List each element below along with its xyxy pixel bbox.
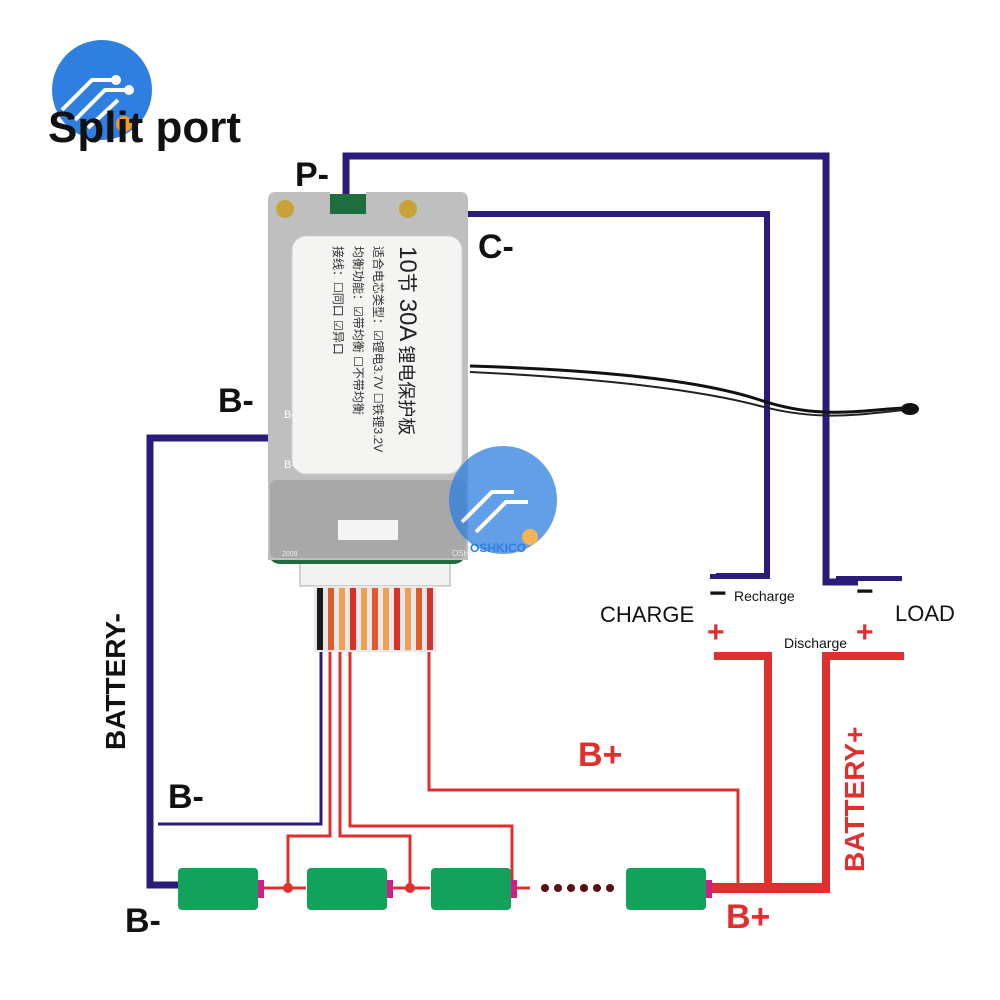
- charge-label: CHARGE: [600, 602, 694, 627]
- discharge-label: Discharge: [784, 635, 847, 651]
- svg-text:2009: 2009: [282, 551, 298, 558]
- bms-board: B- B- 2009 OSHS 10节30A锂电保护板 适合电芯类型：☑锂电3.…: [268, 192, 475, 564]
- c-minus-wire: [449, 211, 770, 579]
- negative-wiring: [146, 152, 858, 889]
- balance-ribbon: [299, 555, 451, 652]
- b-minus-sense-wire: [158, 650, 323, 826]
- svg-text:适合电芯类型：☑锂电3.7V ☐铁锂3.2V: 适合电芯类型：☑锂电3.7V ☐铁锂3.2V: [371, 246, 386, 452]
- charge-minus-terminal: [710, 574, 738, 579]
- brand-logo-icon: [52, 40, 152, 140]
- svg-text:B-: B-: [284, 459, 295, 471]
- load-label: LOAD: [895, 601, 955, 626]
- c-minus-label: C-: [478, 228, 514, 266]
- diagram-title: Split port: [48, 103, 241, 152]
- charge-plus-sign: +: [707, 616, 725, 649]
- watermark-text: OSHKICO: [470, 541, 526, 555]
- thermistor-wire: [469, 364, 906, 414]
- p-minus-wire: [342, 152, 858, 586]
- b-minus-top-label: B-: [218, 382, 254, 420]
- b-plus-mid-label: B+: [578, 736, 622, 774]
- svg-text:10节30A锂电保护板: 10节30A锂电保护板: [394, 246, 421, 435]
- battery-cells: [178, 868, 712, 910]
- battery-minus-label: BATTERY-: [100, 613, 131, 750]
- series-ellipsis: [541, 884, 614, 892]
- b-minus-mid-label: B-: [168, 778, 204, 816]
- b-minus-bottom-label: B-: [125, 902, 161, 940]
- battery-cell-icon: [178, 868, 264, 910]
- load-plus-sign: +: [856, 616, 874, 649]
- battery-cell-icon: [431, 868, 517, 910]
- board-label-text: 10节30A锂电保护板 适合电芯类型：☑锂电3.7V ☐铁锂3.2V 均衡功能：…: [331, 246, 421, 452]
- b-minus-wire: [146, 434, 283, 889]
- board-label: [291, 235, 463, 475]
- watermark-logo-icon: [449, 446, 557, 554]
- load-minus-terminal: [836, 576, 902, 581]
- b-plus-bottom-label: B+: [726, 898, 770, 936]
- svg-text:接线：☐同口 ☑异口: 接线：☐同口 ☑异口: [331, 246, 346, 355]
- svg-text:OSHS: OSHS: [452, 549, 475, 558]
- svg-text:均衡功能：☑带均衡 ☐不带均衡: 均衡功能：☑带均衡 ☐不带均衡: [351, 246, 365, 415]
- p-minus-label: P-: [295, 156, 329, 194]
- battery-cell-icon: [626, 868, 712, 910]
- screw-terminal-icon: [276, 200, 294, 218]
- thermistor-probe-icon: [901, 403, 919, 415]
- screw-terminal-icon: [399, 200, 417, 218]
- battery-cell-icon: [307, 868, 393, 910]
- charge-minus-sign: −: [709, 577, 727, 610]
- recharge-label: Recharge: [734, 588, 795, 604]
- load-minus-sign: −: [856, 575, 874, 608]
- svg-text:B-: B-: [284, 409, 295, 421]
- battery-plus-label: BATTERY+: [839, 727, 870, 872]
